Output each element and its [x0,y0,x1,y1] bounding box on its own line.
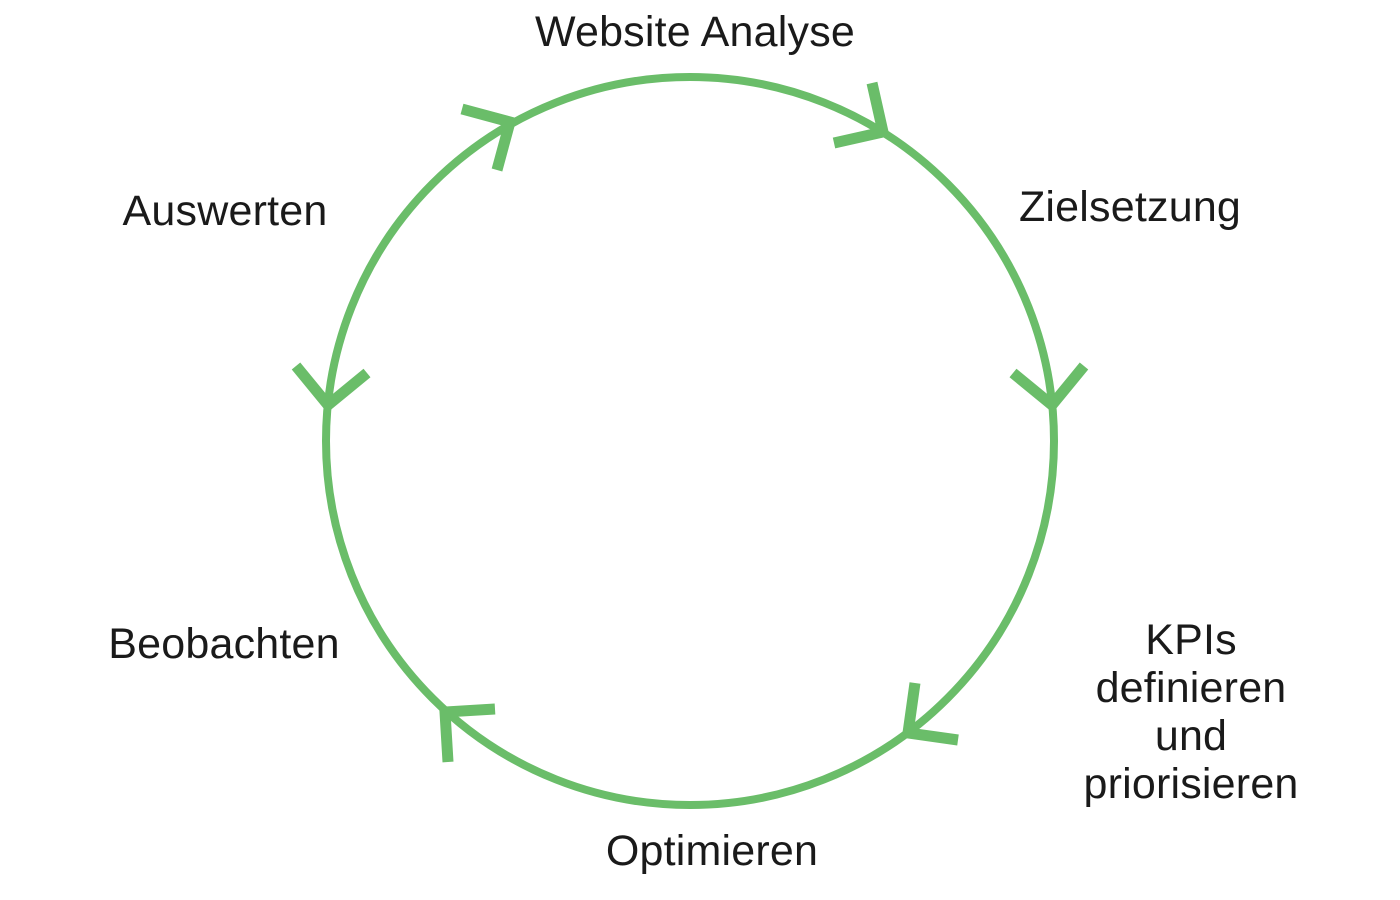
stage-label-beobachten: Beobachten [108,620,340,668]
stage-label-auswerten: Auswerten [122,187,328,235]
arrowhead-right-icon [1009,362,1089,413]
arrowhead-left-icon [291,362,371,413]
cycle-ring [322,73,1058,809]
arrowhead-top-right-icon [832,81,890,149]
stage-label-optimieren: Optimieren [605,827,819,875]
stage-label-zielsetzung: Zielsetzung [1018,183,1242,231]
stage-label-kpis-definieren: KPIs definieren und priorisieren [1083,616,1299,808]
arrowhead-bottom-left-icon [439,703,496,763]
stage-label-website-analyse: Website Analyse [534,8,856,56]
arrowhead-bottom-right-icon [901,682,959,746]
arrowhead-top-left-icon [460,103,517,172]
